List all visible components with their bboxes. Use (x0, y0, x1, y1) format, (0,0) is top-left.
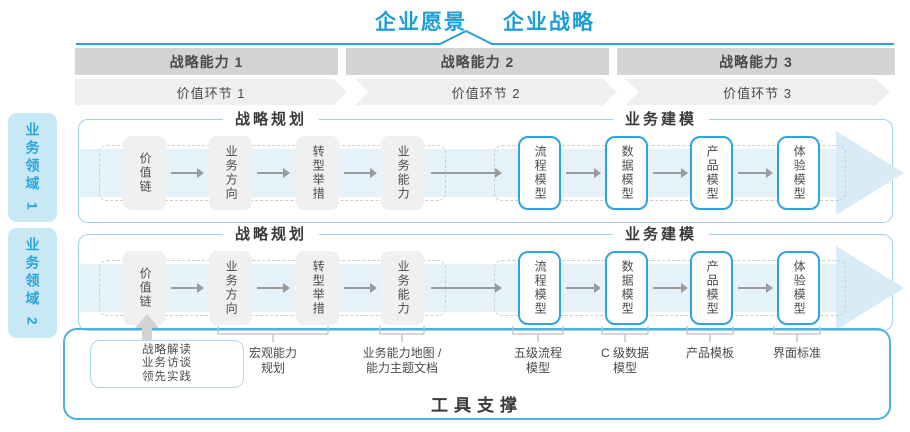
flow-arrow-icon (257, 283, 290, 293)
stage-box-model: 数据模型 (605, 136, 648, 210)
stage-box-gray: 价值链 (123, 251, 166, 325)
annotation-label-line: 业务能力地图 / (362, 346, 442, 360)
flow-arrowhead-icon (836, 246, 904, 330)
process-row: 价值链业务方向 转型举措业务能力 流程模型 数据模型产品模型 体验模型 战略规划 业务建模 (78, 225, 904, 331)
stage-box-model: 产品模型 (690, 251, 733, 325)
flow-arrow-icon (566, 283, 601, 293)
stage-box-gray: 转型举措 (296, 251, 339, 325)
process-row: 价值链业务方向 转型举措业务能力 流程模型 数据模型产品模型 体验模型 战略规划 业务建模 (78, 110, 904, 223)
section-header: 业务建模 (612, 110, 710, 130)
callout-up-arrow-head (135, 314, 159, 328)
stage-box-gray: 业务能力 (381, 136, 424, 210)
flow-arrow-icon (344, 283, 377, 293)
annotation-label-line: 规划 (260, 361, 286, 375)
pointer-line (76, 30, 894, 45)
annotation-label-line: 界面标准 (772, 346, 822, 360)
annotation-label: 业务能力地图 /能力主题文档 (363, 346, 442, 376)
domain-tab: 业务领域 1 (8, 113, 57, 222)
capability-bar: 战略能力 3 (617, 48, 895, 75)
stage-box-gray: 转型举措 (296, 136, 339, 210)
annotation-label-line: 模型 (612, 361, 638, 375)
section-header: 战略规划 (222, 225, 320, 245)
stage-box-model: 体验模型 (777, 251, 820, 325)
stage-box-gray: 业务方向 (209, 251, 252, 325)
annotation-label-line: 宏观能力 (248, 346, 298, 360)
flow-arrow-icon (653, 283, 688, 293)
vision-title: 企业愿景 (375, 11, 467, 34)
callout-line: 领先实践 (142, 370, 192, 383)
callout-line: 业务访谈 (142, 357, 192, 370)
tool-support-label: 工具支撑 (431, 396, 523, 415)
value-link-segment: 价值环节 3 (625, 79, 890, 105)
flow-arrow-icon (171, 168, 204, 178)
domain-tab: 业务领域 2 (8, 228, 57, 338)
stage-box-model: 体验模型 (777, 136, 820, 210)
flow-arrow-icon (431, 283, 502, 293)
callout-line: 战略解读 (142, 343, 192, 356)
flow-arrow-icon (566, 168, 601, 178)
annotation-label-line: 能力主题文档 (365, 361, 439, 375)
annotation-label-line: C 级数据 (600, 346, 650, 360)
flow-arrowhead-icon (836, 131, 904, 215)
tool-support-container (63, 328, 891, 420)
annotation-label-line: 产品模板 (685, 346, 735, 360)
stage-box-gray: 业务方向 (209, 136, 252, 210)
annotation-label: C 级数据模型 (601, 346, 649, 376)
flow-arrow-icon (171, 283, 204, 293)
value-link-segment: 价值环节 1 (75, 79, 347, 105)
annotation-label-line: 模型 (525, 361, 551, 375)
capability-bar: 战略能力 1 (75, 48, 338, 75)
strategy-title: 企业战略 (503, 11, 595, 34)
annotation-label: 宏观能力规划 (249, 346, 297, 376)
stage-box-model: 流程模型 (518, 251, 561, 325)
stage-box-gray: 价值链 (123, 136, 166, 210)
section-header: 业务建模 (612, 225, 710, 245)
flow-arrow-icon (653, 168, 688, 178)
annotation-label-line: 五级流程 (513, 346, 563, 360)
flow-arrow-icon (738, 168, 773, 178)
stage-box-model: 数据模型 (605, 251, 648, 325)
stage-box-model: 产品模型 (690, 136, 733, 210)
stage-box-model: 流程模型 (518, 136, 561, 210)
flow-arrow-icon (344, 168, 377, 178)
annotation-label: 五级流程模型 (514, 346, 562, 376)
flow-arrow-icon (257, 168, 290, 178)
flow-arrow-icon (738, 283, 773, 293)
stage-box-gray: 业务能力 (381, 251, 424, 325)
value-link-segment: 价值环节 2 (355, 79, 617, 105)
annotation-label: 产品模板 (686, 346, 734, 361)
flow-arrow-icon (431, 168, 502, 178)
callout-up-arrow-shaft (142, 327, 152, 341)
callout-box: 战略解读 业务访谈 领先实践 (90, 340, 244, 388)
section-header: 战略规划 (222, 110, 320, 130)
annotation-label: 界面标准 (773, 346, 821, 361)
diagram-title: 企业愿景 企业战略 (75, 6, 895, 36)
capability-bar: 战略能力 2 (346, 48, 609, 75)
